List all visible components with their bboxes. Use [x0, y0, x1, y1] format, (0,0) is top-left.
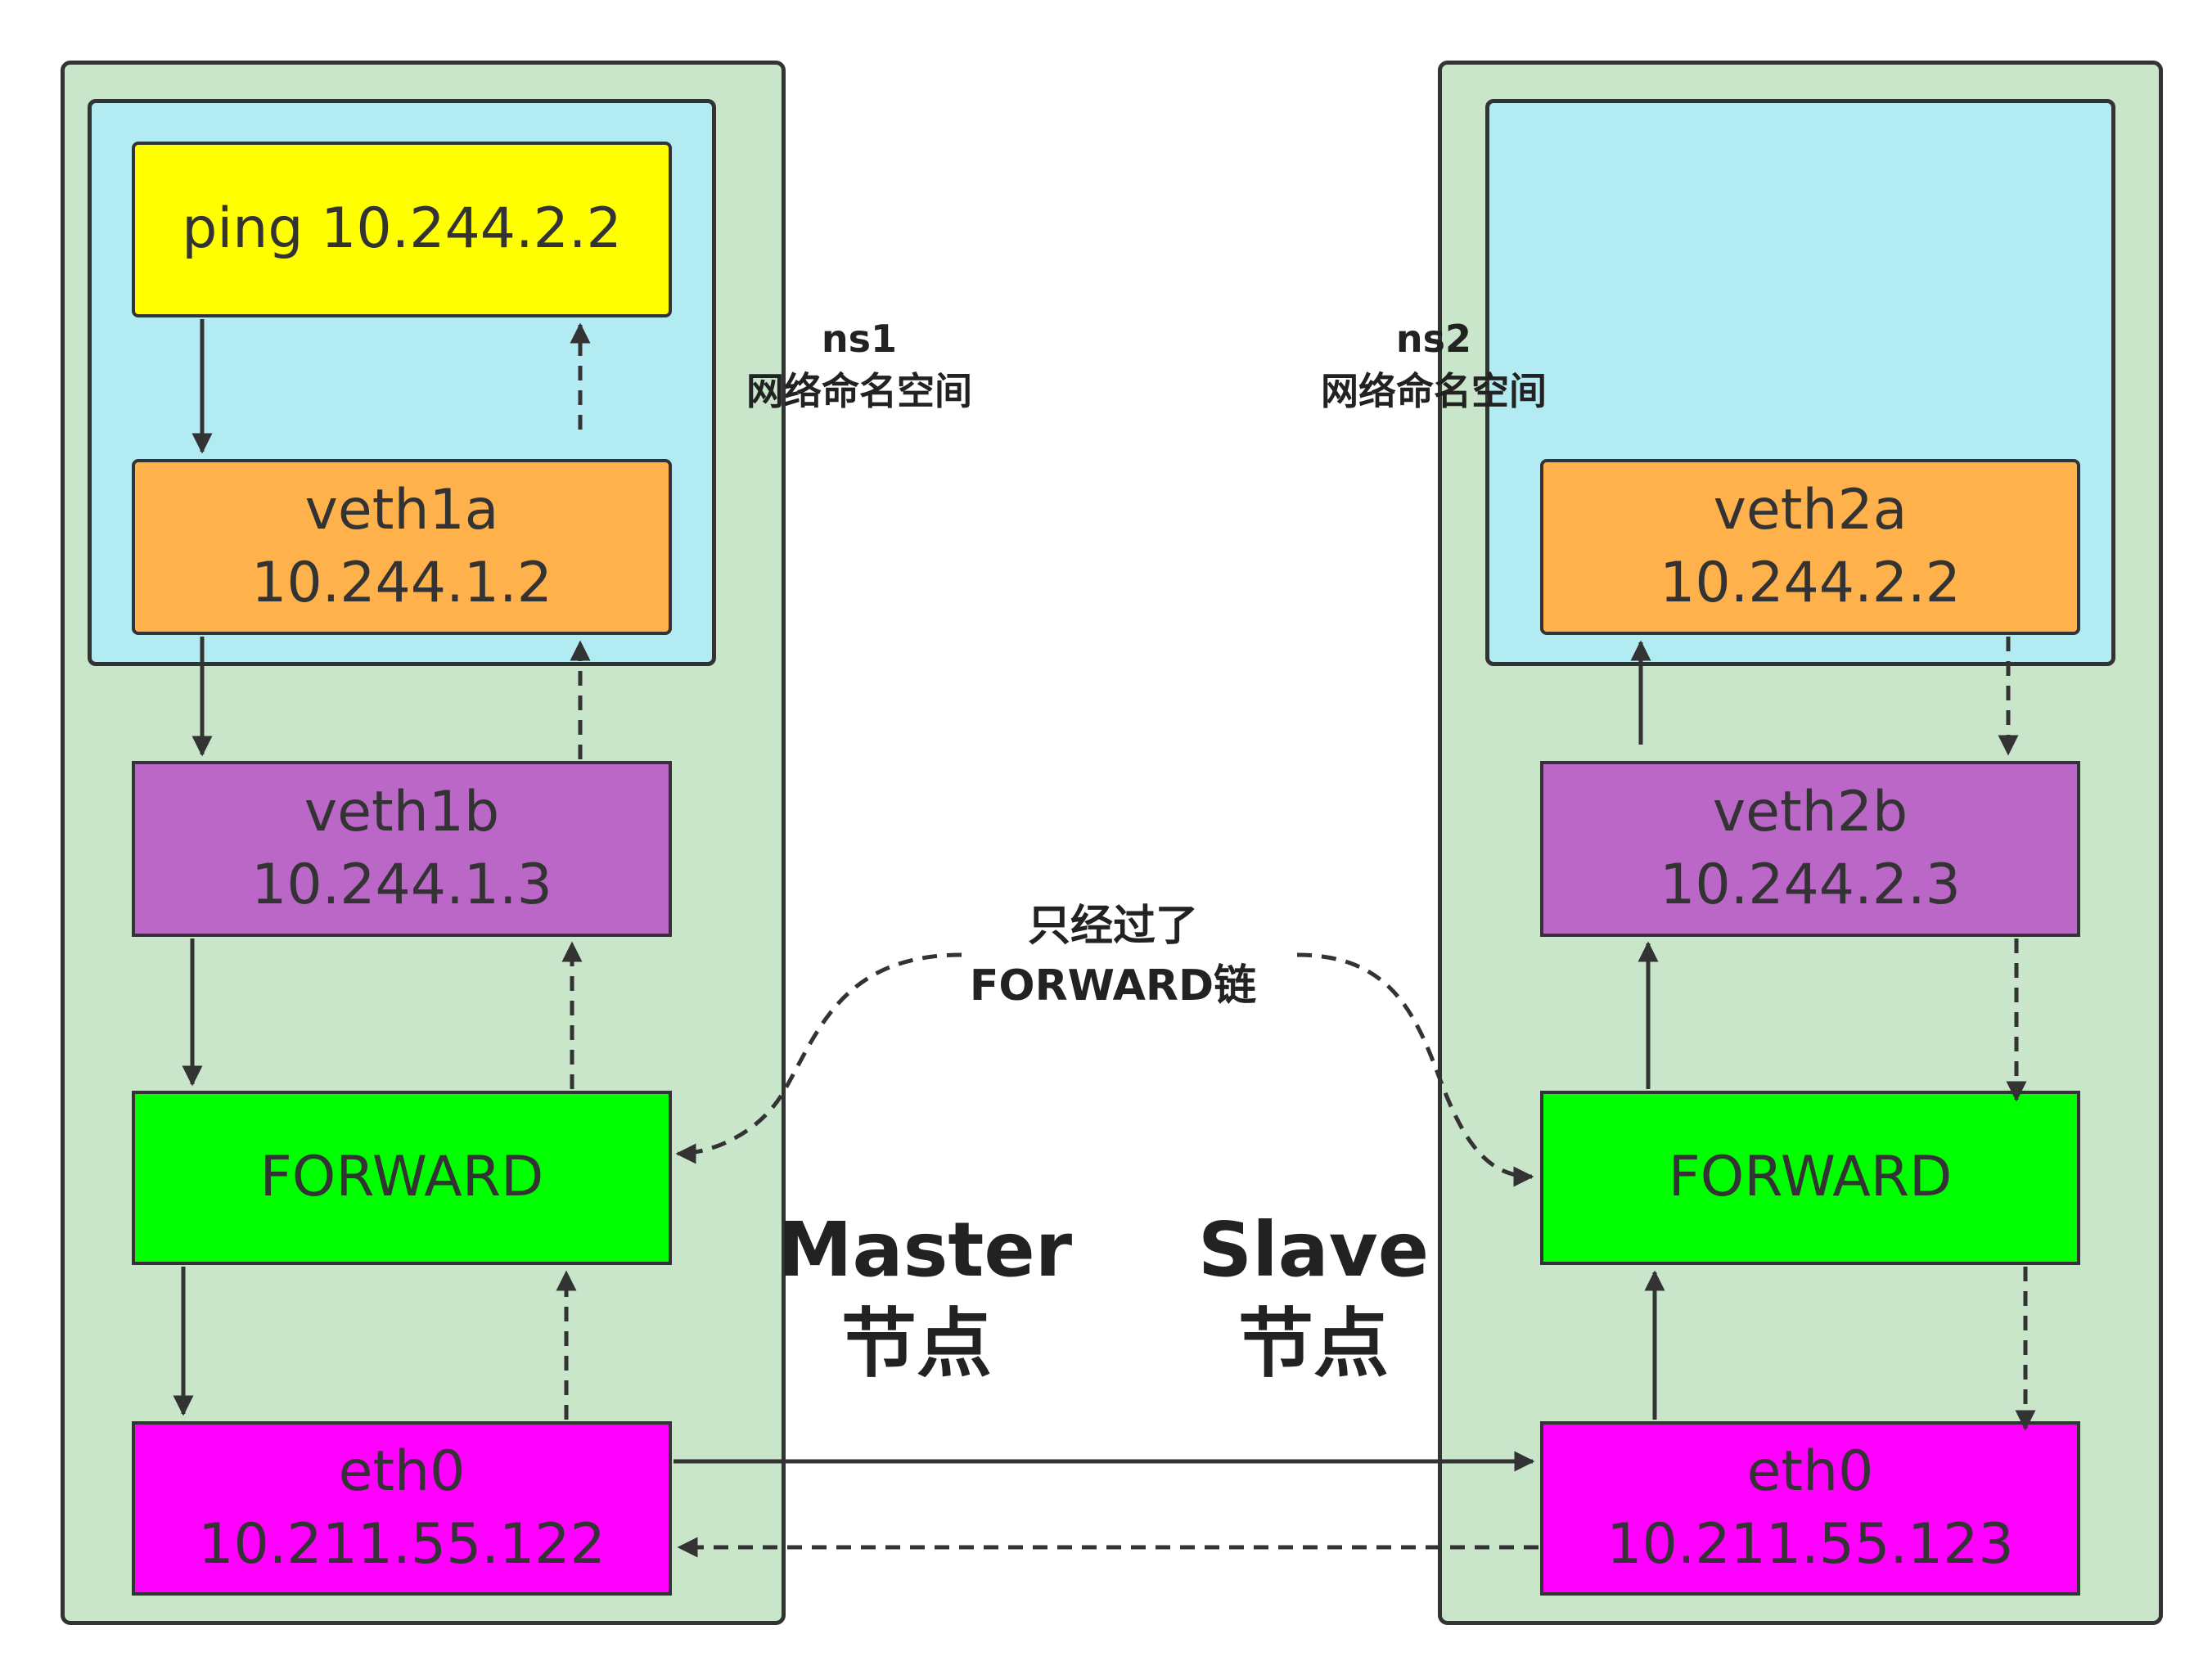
veth2a-name: veth2a: [1713, 478, 1908, 543]
slave-forward-box: FORWARD: [1540, 1091, 2080, 1265]
ns1-label-line2: 网络命名空间: [746, 369, 972, 414]
ping-command-box: ping 10.244.2.2: [132, 142, 672, 317]
ping-command-text: ping 10.244.2.2: [182, 196, 622, 262]
annotation-line1: 只经过了: [1027, 902, 1198, 951]
veth2b-name: veth2b: [1712, 780, 1908, 845]
forward-chain-annotation: 只经过了 FORWARD链: [941, 897, 1285, 1016]
slave-node-label-line1: Slave: [1197, 1206, 1430, 1294]
veth2a-ip: 10.244.2.2: [1660, 550, 1961, 615]
slave-eth0-name: eth0: [1746, 1439, 1874, 1505]
slave-eth0-box: eth0 10.211.55.123: [1540, 1421, 2080, 1596]
master-forward-box: FORWARD: [132, 1091, 672, 1265]
annotation-curve-slave: [1296, 952, 1534, 1187]
master-eth0-name: eth0: [338, 1439, 466, 1505]
ns1-label: ns1 网络命名空间: [712, 313, 1007, 418]
slave-node-label-line2: 节点: [1237, 1300, 1389, 1388]
master-node-label-line1: Master: [777, 1206, 1073, 1294]
ns2-label-line1: ns2: [1395, 317, 1472, 361]
veth2a-box: veth2a 10.244.2.2: [1540, 459, 2080, 635]
veth1a-name: veth1a: [304, 478, 499, 543]
annotation-curve-master: [675, 952, 962, 1164]
slave-node-label: Slave 节点: [1178, 1203, 1448, 1391]
veth1b-name: veth1b: [304, 780, 500, 845]
master-node-label: Master 节点: [777, 1203, 1073, 1391]
ns1-label-line1: ns1: [821, 317, 898, 361]
veth1b-box: veth1b 10.244.1.3: [132, 761, 672, 937]
slave-eth0-ip: 10.211.55.123: [1606, 1511, 2014, 1577]
master-eth0-ip: 10.211.55.122: [198, 1511, 606, 1577]
master-eth0-box: eth0 10.211.55.122: [132, 1421, 672, 1596]
master-node-label-line2: 节点: [840, 1300, 992, 1388]
annotation-line2: FORWARD链: [969, 961, 1257, 1011]
veth2b-box: veth2b 10.244.2.3: [1540, 761, 2080, 937]
veth2b-ip: 10.244.2.3: [1660, 852, 1961, 917]
veth1b-ip: 10.244.1.3: [251, 852, 552, 917]
ns2-label-line2: 网络命名空间: [1321, 369, 1547, 414]
veth1a-ip: 10.244.1.2: [251, 550, 552, 615]
master-forward-text: FORWARD: [259, 1145, 544, 1210]
ns2-label: ns2 网络命名空间: [1286, 313, 1581, 418]
slave-forward-text: FORWARD: [1668, 1145, 1953, 1210]
veth1a-box: veth1a 10.244.1.2: [132, 459, 672, 635]
